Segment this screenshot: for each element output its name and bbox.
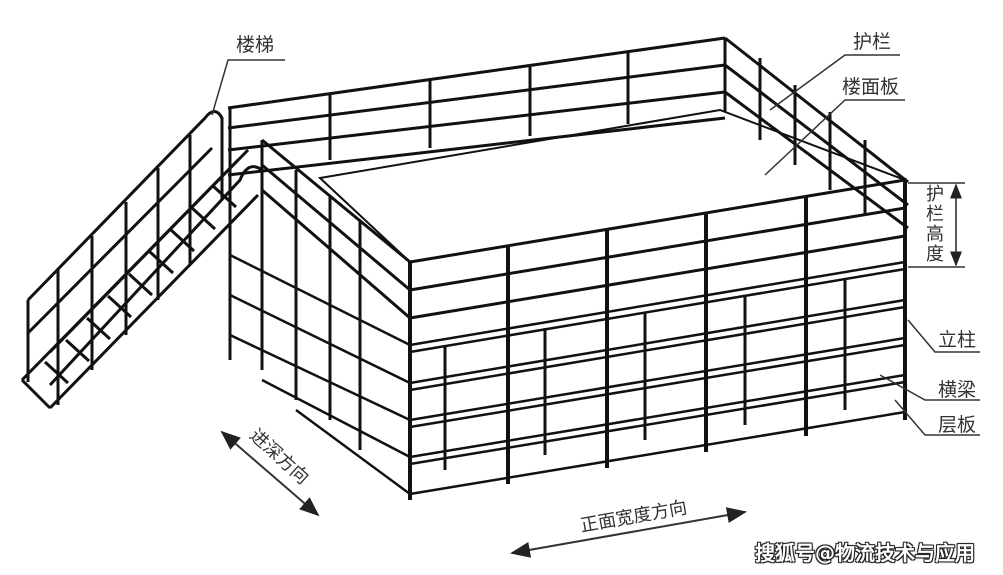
label-upright: 立柱 [938,329,977,351]
width-direction-arrow [510,507,747,558]
leader-beam [879,374,980,401]
guardrail-back [227,36,727,360]
label-floor-panel: 楼面板 [842,76,900,98]
watermark: 搜狐号@物流技术与应用 [755,541,975,565]
floor-panel [317,108,909,264]
stairs [20,110,263,410]
leader-upright [907,319,980,353]
inner-uprights [443,280,847,470]
guardrail-left [260,138,412,500]
leader-guardrail [769,54,900,111]
label-stairs: 楼梯 [236,34,275,56]
leader-lines [211,54,980,436]
front-guardrail [409,178,906,320]
side-shelf-levels [229,253,411,496]
label-shelf-panel: 层板 [938,414,977,436]
leader-shelf-panel [894,399,980,436]
label-guardrail: 护栏 [853,31,892,53]
guardrail-right [724,36,909,420]
label-guardrail-height: 护栏高度 [920,184,946,266]
leader-stairs [211,59,285,116]
front-shelf-levels [409,260,906,496]
leader-floor-panel [764,99,905,176]
label-beam: 横梁 [938,379,977,401]
depth-direction-arrow [220,430,320,517]
